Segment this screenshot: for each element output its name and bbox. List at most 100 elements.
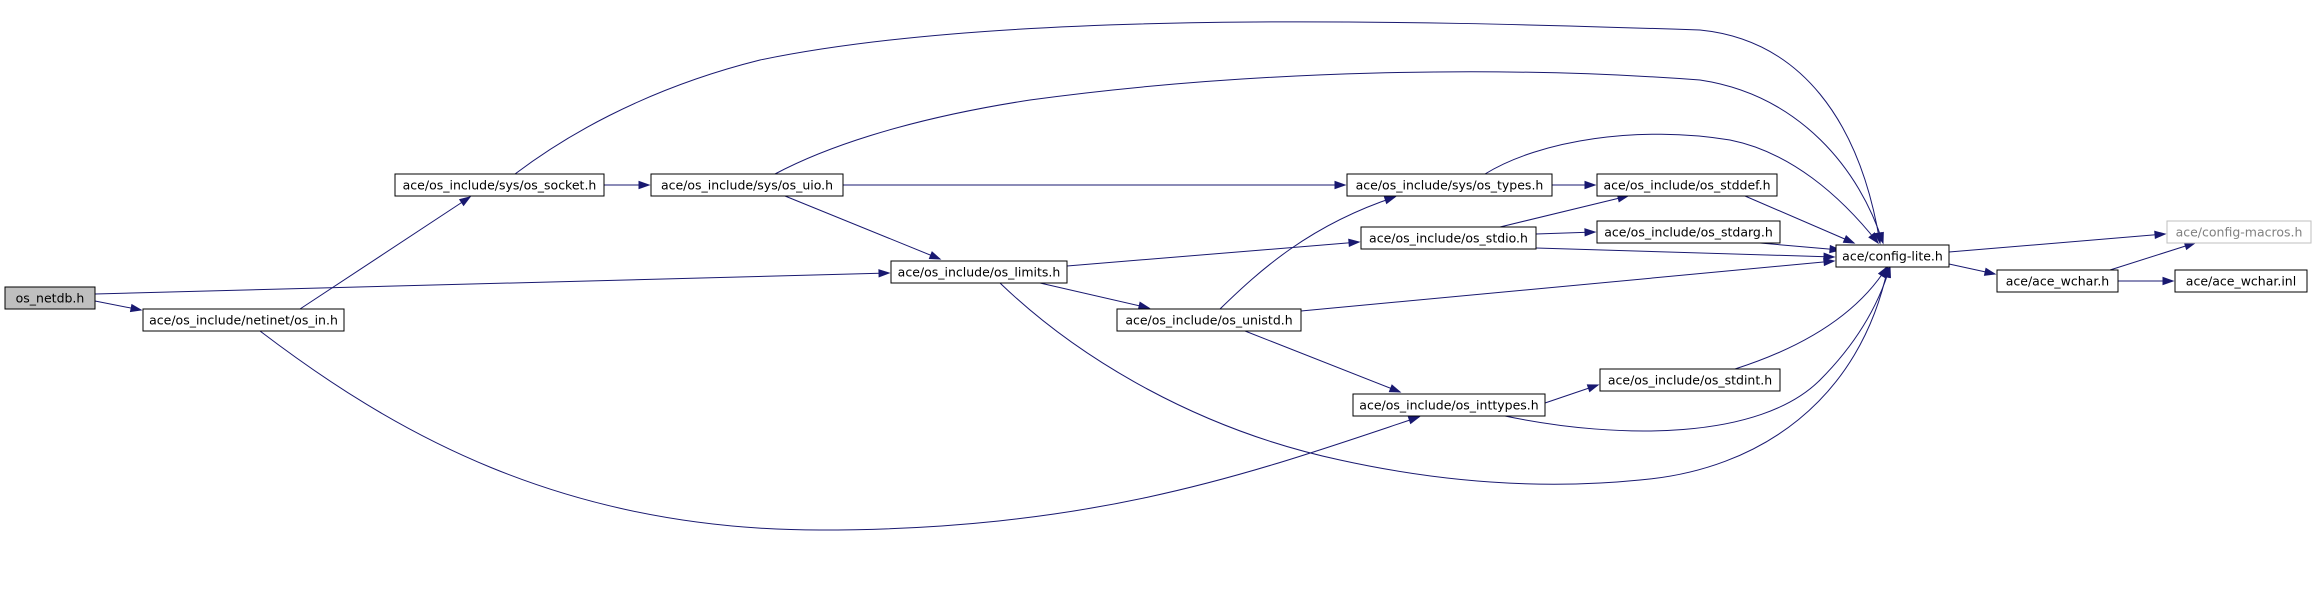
arrowhead-icon [1137, 301, 1151, 310]
edge-line [1484, 133, 1879, 244]
node-box [1116, 308, 1302, 332]
node-box [1360, 226, 1537, 250]
node-box [1599, 368, 1781, 392]
node-box [394, 173, 605, 197]
node-box [1996, 269, 2119, 293]
node-box [650, 173, 844, 197]
arrowhead-icon [1823, 257, 1836, 267]
arrowhead-icon [458, 196, 472, 207]
node-box [2166, 220, 2312, 244]
edges-layer [94, 21, 2197, 531]
edge-os_unistd-to-sys_os_types [1219, 196, 1397, 310]
edge-os_netdb-to-netinet_os_in [94, 300, 143, 313]
edge-sys_os_types-to-config_lite [1484, 133, 1879, 245]
edge-sys_os_uio-to-sys_os_types [843, 180, 1347, 190]
node-label: ace/ace_wchar.h [2006, 274, 2109, 289]
edge-os_unistd-to-os_inttypes [1244, 330, 1402, 393]
edge-netinet_os_in-to-sys_os_socket [299, 196, 472, 310]
edge-line [1066, 241, 1360, 267]
node-box [4, 286, 96, 310]
arrowhead-icon [1829, 244, 1842, 254]
edge-sys_os_uio-to-os_limits [784, 195, 942, 260]
edge-line [1300, 260, 1835, 312]
node-sys-os-socket[interactable]: ace/os_include/sys/os_socket.h [394, 173, 605, 197]
edge-os_netdb-to-os_limits [94, 269, 891, 295]
edge-sys_os_uio-to-config_lite [774, 71, 1884, 245]
node-label: ace/os_include/os_stddef.h [1603, 178, 1770, 193]
node-os-unistd[interactable]: ace/os_include/os_unistd.h [1116, 308, 1302, 332]
edge-line [1499, 195, 1629, 228]
node-sys-os-types[interactable]: ace/os_include/sys/os_types.h [1346, 173, 1553, 197]
edge-os_stdio-to-os_stdarg [1535, 228, 1597, 237]
arrowhead-icon [878, 269, 891, 278]
edge-sys_os_socket-to-config_lite [514, 21, 1883, 245]
edge-line [259, 330, 1420, 531]
edge-config_lite-to-config_macros [1948, 230, 2167, 253]
edge-os_inttypes-to-os_stdint [1544, 384, 1600, 404]
arrowhead-icon [129, 303, 143, 313]
arrowhead-icon [1383, 196, 1397, 205]
arrowhead-icon [1348, 238, 1361, 248]
node-os-stddef[interactable]: ace/os_include/os_stddef.h [1596, 173, 1778, 197]
node-sys-os-uio[interactable]: ace/os_include/sys/os_uio.h [650, 173, 844, 197]
node-box [1835, 244, 1950, 268]
node-config-lite[interactable]: ace/config-lite.h [1835, 244, 1950, 268]
arrowhead-icon [2183, 242, 2197, 251]
node-os-stdarg[interactable]: ace/os_include/os_stdarg.h [1596, 220, 1781, 244]
node-ace-wchar-inl[interactable]: ace/ace_wchar.inl [2174, 269, 2308, 293]
arrowhead-icon [2154, 230, 2167, 240]
edge-line [94, 272, 890, 295]
edge-line [774, 71, 1884, 244]
arrowhead-icon [1388, 384, 1402, 393]
edge-line [1744, 195, 1855, 244]
node-box [890, 260, 1068, 284]
edge-config_lite-to-ace_wchar_h [1948, 263, 1997, 276]
edge-line [1759, 242, 1841, 251]
edge-line [784, 195, 941, 260]
edge-line [514, 21, 1881, 244]
edge-os_stddef-to-config_lite [1744, 195, 1856, 244]
node-label: ace/ace_wchar.inl [2186, 274, 2296, 289]
node-box [1346, 173, 1553, 197]
edge-line [2109, 242, 2196, 271]
node-os-stdio[interactable]: ace/os_include/os_stdio.h [1360, 226, 1537, 250]
node-box [1352, 393, 1546, 417]
arrowhead-icon [1584, 228, 1597, 237]
arrowhead-icon [1823, 252, 1836, 261]
node-label: os_netdb.h [16, 291, 85, 306]
node-label: ace/os_include/sys/os_socket.h [403, 178, 597, 193]
edge-sys_os_types-to-os_stddef [1552, 180, 1597, 190]
edge-sys_os_socket-to-sys_os_uio [604, 180, 651, 190]
node-ace-wchar-h[interactable]: ace/ace_wchar.h [1996, 269, 2119, 293]
node-box [2174, 269, 2308, 293]
node-label: ace/os_include/os_unistd.h [1125, 313, 1292, 328]
edge-ace_wchar_h-to-config_macros [2109, 242, 2197, 271]
arrowhead-icon [1586, 384, 1600, 393]
node-os-stdint[interactable]: ace/os_include/os_stdint.h [1599, 368, 1781, 392]
edge-line [999, 266, 1889, 485]
edge-os_limits-to-os_unistd [1039, 282, 1151, 310]
node-os-netdb[interactable]: os_netdb.h [4, 286, 96, 310]
arrowhead-icon [2162, 276, 2175, 286]
arrowhead-icon [1842, 234, 1856, 244]
node-label: ace/os_include/os_limits.h [898, 265, 1061, 280]
node-label: ace/os_include/netinet/os_in.h [149, 313, 338, 328]
edge-os_inttypes-to-config_lite [1504, 265, 1891, 432]
node-box [1596, 220, 1781, 244]
node-os-inttypes[interactable]: ace/os_include/os_inttypes.h [1352, 393, 1546, 417]
edge-os_unistd-to-config_lite [1300, 257, 1836, 312]
edge-line [1535, 247, 1835, 258]
node-os-limits[interactable]: ace/os_include/os_limits.h [890, 260, 1068, 284]
node-box [142, 308, 345, 332]
nodes-layer: os_netdb.h ace/os_include/netinet/os_in.h… [4, 173, 2312, 417]
arrowhead-icon [1334, 180, 1347, 190]
arrowhead-icon [1407, 416, 1421, 425]
node-config-macros: ace/config-macros.h [2166, 220, 2312, 244]
node-netinet-os-in[interactable]: ace/os_include/netinet/os_in.h [142, 308, 345, 332]
edge-line [1504, 266, 1891, 432]
arrowhead-icon [1868, 232, 1879, 245]
edge-line [1948, 233, 2166, 253]
node-label: ace/os_include/sys/os_uio.h [661, 178, 833, 193]
edge-os_limits-to-os_stdio [1066, 238, 1361, 267]
